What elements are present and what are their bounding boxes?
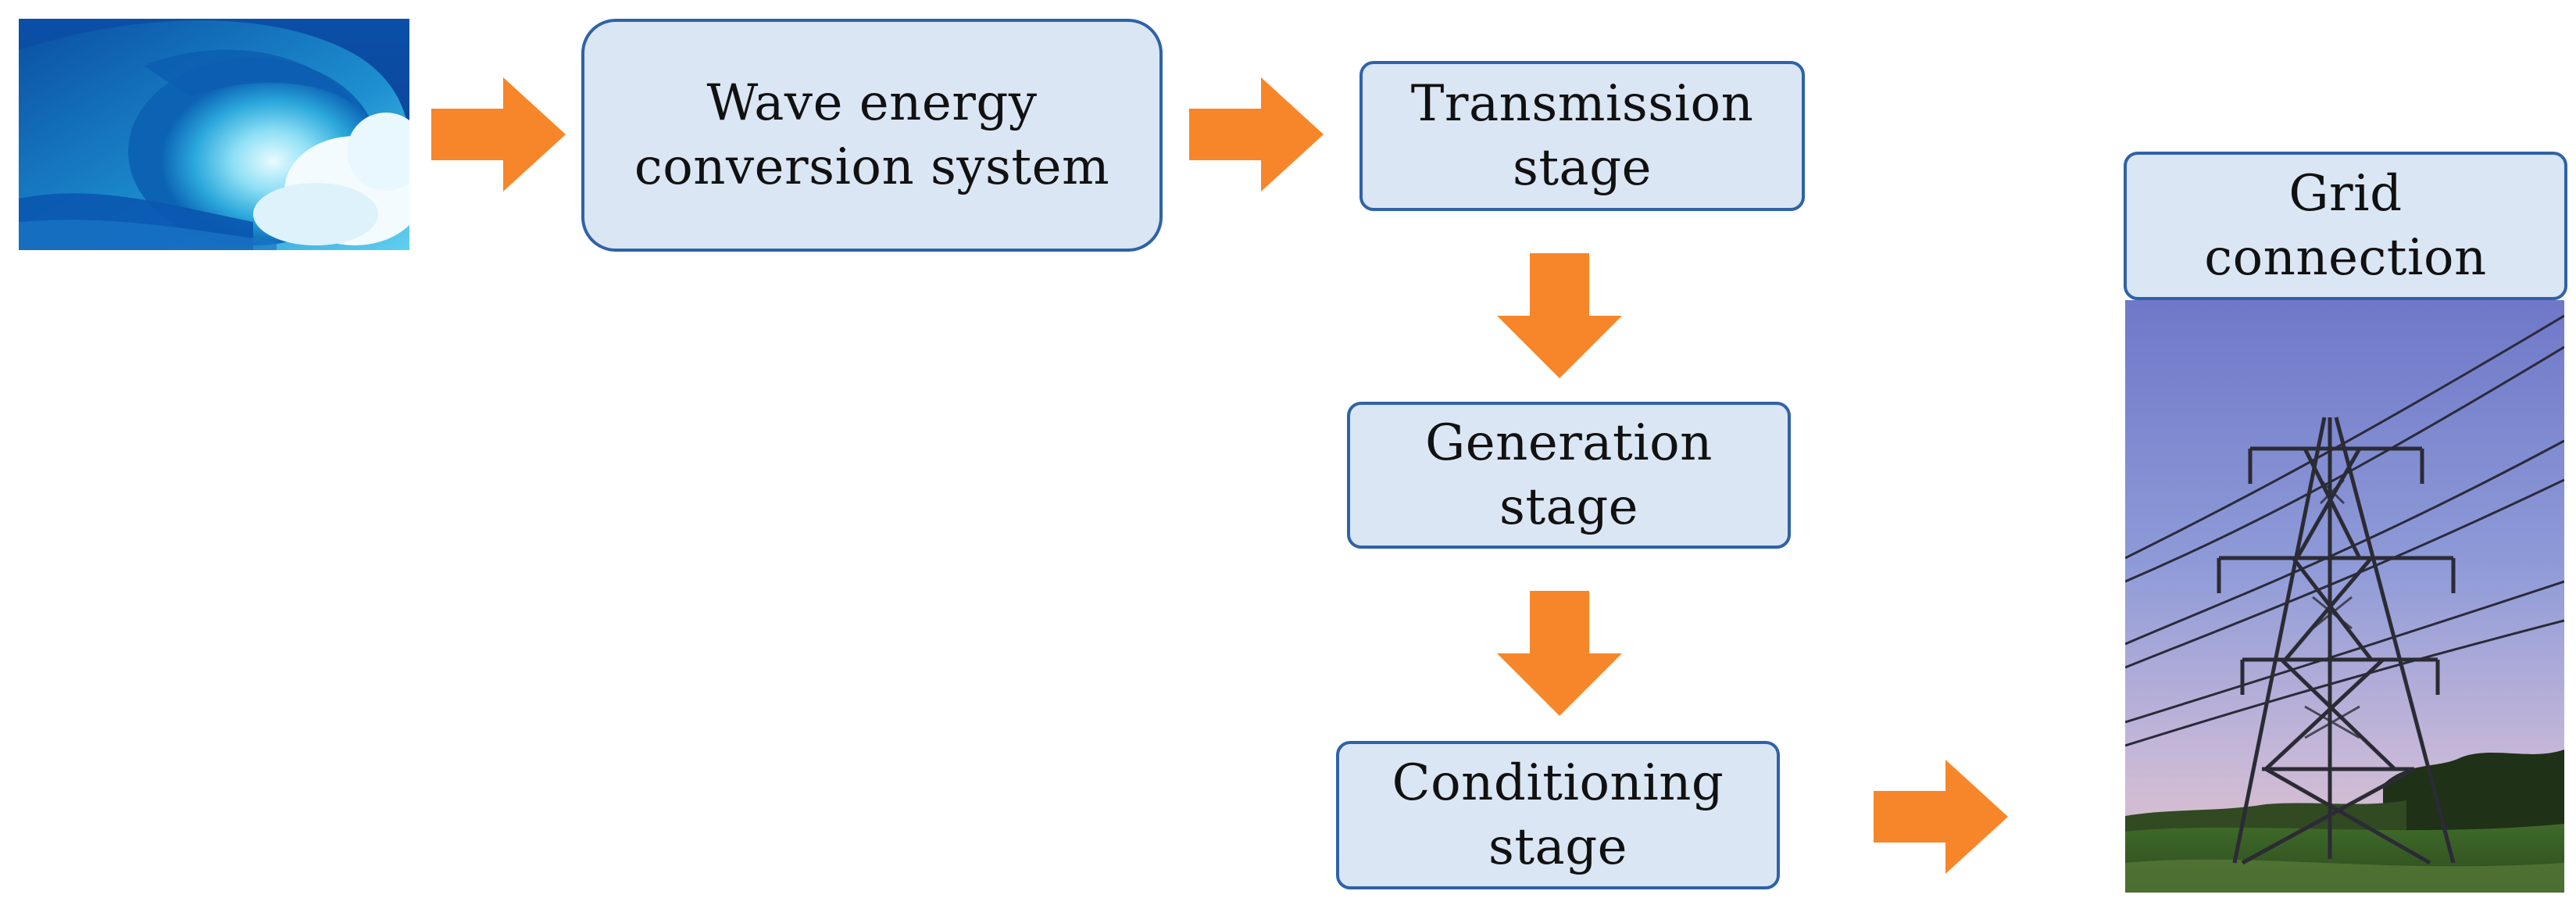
arrow-right-2 — [1189, 77, 1324, 191]
generation-stage-line1: Generation — [1425, 414, 1713, 472]
generation-stage-line2: stage — [1499, 478, 1639, 536]
arrow-right-3 — [1874, 760, 2008, 874]
arrow-down-1 — [1497, 253, 1622, 378]
transmission-tower-image — [2125, 300, 2564, 893]
arrow-down-2 — [1497, 591, 1622, 716]
transmission-stage-line1: Transmission — [1410, 75, 1754, 133]
transmission-stage-line2: stage — [1512, 139, 1652, 197]
generation-stage-box: Generation stage — [1347, 402, 1791, 549]
grid-connection-line1: Grid — [2288, 165, 2403, 223]
conditioning-stage-line2: stage — [1488, 818, 1628, 876]
wave-image — [19, 19, 409, 250]
conditioning-stage-box: Conditioning stage — [1336, 741, 1780, 889]
conditioning-stage-line1: Conditioning — [1392, 754, 1724, 812]
pylon-photo — [2125, 300, 2564, 893]
arrow-right-1 — [431, 77, 566, 191]
grid-connection-box: Grid connection — [2124, 152, 2567, 300]
wave-energy-conversion-line2: conversion system — [634, 138, 1110, 196]
wave-energy-conversion-box: Wave energy conversion system — [581, 19, 1163, 252]
grid-connection-line2: connection — [2204, 229, 2487, 287]
wave-energy-conversion-line1: Wave energy — [706, 74, 1038, 132]
transmission-stage-box: Transmission stage — [1359, 61, 1805, 211]
wave-photo — [19, 19, 409, 250]
